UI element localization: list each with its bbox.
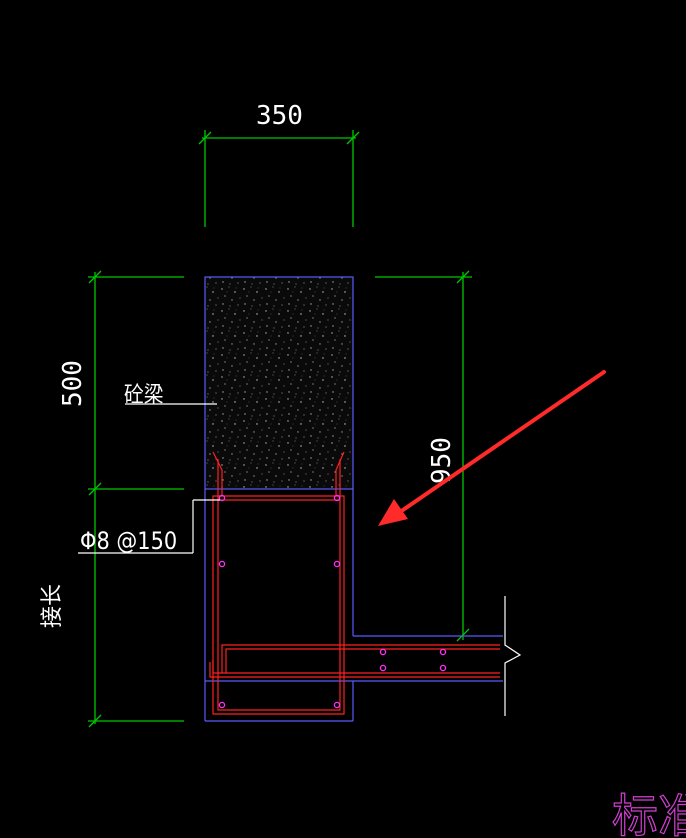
stirrup-rebar	[212, 451, 345, 715]
corner-label: 标准	[612, 789, 686, 838]
beam-height-dimension-text: 500	[58, 360, 88, 407]
rebar-dots	[218, 494, 447, 709]
total-height-dimension	[375, 270, 472, 642]
width-dimension	[198, 130, 360, 227]
break-line	[504, 596, 522, 716]
extend-label: 接长	[40, 584, 65, 628]
annotation-arrow	[378, 370, 606, 526]
width-dimension-text: 350	[256, 101, 303, 131]
beam-height-dimension	[88, 270, 184, 728]
concrete-beam	[204, 276, 354, 490]
section-outline	[204, 489, 503, 722]
stirrup-leader	[78, 499, 220, 554]
beam-label: 砼梁	[124, 382, 164, 407]
slab-rebar	[209, 644, 500, 678]
stirrup-label: Φ8 @150	[80, 528, 177, 556]
